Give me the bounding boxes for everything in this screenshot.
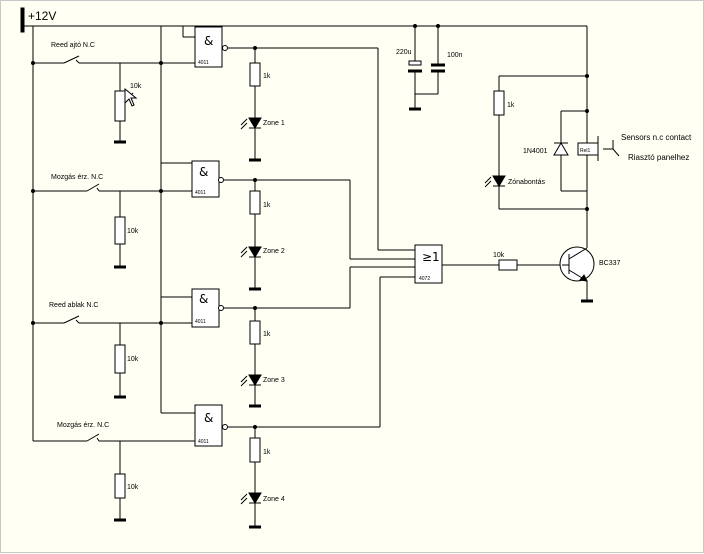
svg-text:1k: 1k: [263, 331, 271, 338]
channel-3: Reed ablak N.C 10k & 4011 1k Zone 3: [33, 266, 415, 408]
svg-text:10k: 10k: [127, 484, 139, 491]
channel-1: Reed ajtó N.C 10k & 4011 1k Zone 1: [33, 26, 415, 251]
or-gate: ≥1 4072 10k: [414, 244, 562, 284]
or-gate-4072: [414, 244, 443, 284]
channel-4: Mozgás érz. N.C 10k & 4011 1k Zone 4: [33, 276, 415, 529]
svg-text:Sensors n.c contact: Sensors n.c contact: [621, 133, 692, 142]
transistor-bc337: BC337: [559, 191, 621, 303]
svg-text:&: &: [204, 411, 213, 425]
supply-capacitors: 220u 100n: [396, 26, 463, 111]
resistor-10k-2: [114, 216, 126, 245]
switch-label-4: Mozgás érz. N.C: [57, 422, 109, 429]
svg-text:4011: 4011: [198, 439, 209, 445]
led-general: [492, 175, 506, 187]
svg-text:BC337: BC337: [599, 260, 621, 267]
svg-text:4011: 4011: [195, 190, 206, 196]
svg-text:4011: 4011: [198, 60, 209, 66]
svg-text:220u: 220u: [396, 49, 412, 56]
capacitor-220u: [408, 60, 422, 66]
svg-text:10k: 10k: [130, 83, 142, 90]
svg-text:10k: 10k: [493, 252, 505, 259]
diode-1n4001: [553, 142, 569, 156]
mouse-cursor: [124, 87, 138, 107]
svg-text:Zone 2: Zone 2: [263, 248, 285, 255]
svg-text:1N4001: 1N4001: [523, 148, 548, 155]
svg-text:1k: 1k: [263, 202, 271, 209]
base-resistor: [498, 259, 518, 271]
svg-text:&: &: [199, 292, 208, 306]
resistor-1k-1: [249, 62, 261, 87]
svg-text:1k: 1k: [263, 449, 271, 456]
switch-label-3: Reed ablak N.C: [49, 302, 98, 309]
svg-text:Zónabontás: Zónabontás: [508, 179, 545, 186]
svg-text:Rel1: Rel1: [580, 148, 591, 154]
svg-text:1k: 1k: [263, 73, 271, 80]
nand-gate-4: [194, 404, 223, 447]
svg-text:Zone 1: Zone 1: [263, 120, 285, 127]
junction-dots: [31, 24, 589, 429]
svg-text:Riasztó panelhez: Riasztó panelhez: [628, 153, 689, 162]
resistor-1k-2: [249, 190, 261, 215]
switch-label-2: Mozgás érz. N.C: [51, 174, 103, 181]
resistor-10k-4: [114, 473, 126, 499]
svg-text:&: &: [204, 34, 213, 48]
nand-gate-1: [194, 26, 223, 68]
svg-text:10k: 10k: [127, 356, 139, 363]
supply-label: +12V: [28, 9, 56, 23]
svg-text:≥1: ≥1: [422, 250, 440, 264]
relay-section: 1k Zónabontás 1N4001 Rel1 Sensors n.c co…: [484, 75, 692, 210]
svg-text:4011: 4011: [195, 319, 206, 325]
led-3: [248, 374, 262, 386]
resistor-1k-3: [249, 320, 261, 345]
resistor-1k-4: [249, 437, 261, 463]
nand-gate-2: [191, 160, 220, 198]
supply-terminal: [20, 7, 25, 33]
led-2: [248, 246, 262, 258]
svg-text:100n: 100n: [447, 52, 463, 59]
led-1: [248, 117, 262, 129]
resistor-pot-1: [114, 90, 126, 122]
svg-text:4072: 4072: [419, 276, 430, 282]
svg-text:Zone 4: Zone 4: [263, 496, 285, 503]
svg-text:&: &: [199, 165, 208, 179]
resistor-1k-general: [493, 90, 505, 116]
resistor-10k-3: [114, 344, 126, 374]
switch-label-1: Reed ajtó N.C: [51, 42, 95, 49]
led-4: [248, 492, 262, 504]
svg-text:Zone 3: Zone 3: [263, 377, 285, 384]
svg-text:1k: 1k: [507, 102, 515, 109]
channel-2: Mozgás érz. N.C 10k & 4011 1k Zone 2: [33, 160, 415, 291]
svg-text:10k: 10k: [127, 228, 139, 235]
supply-rail-wires: [23, 25, 588, 441]
